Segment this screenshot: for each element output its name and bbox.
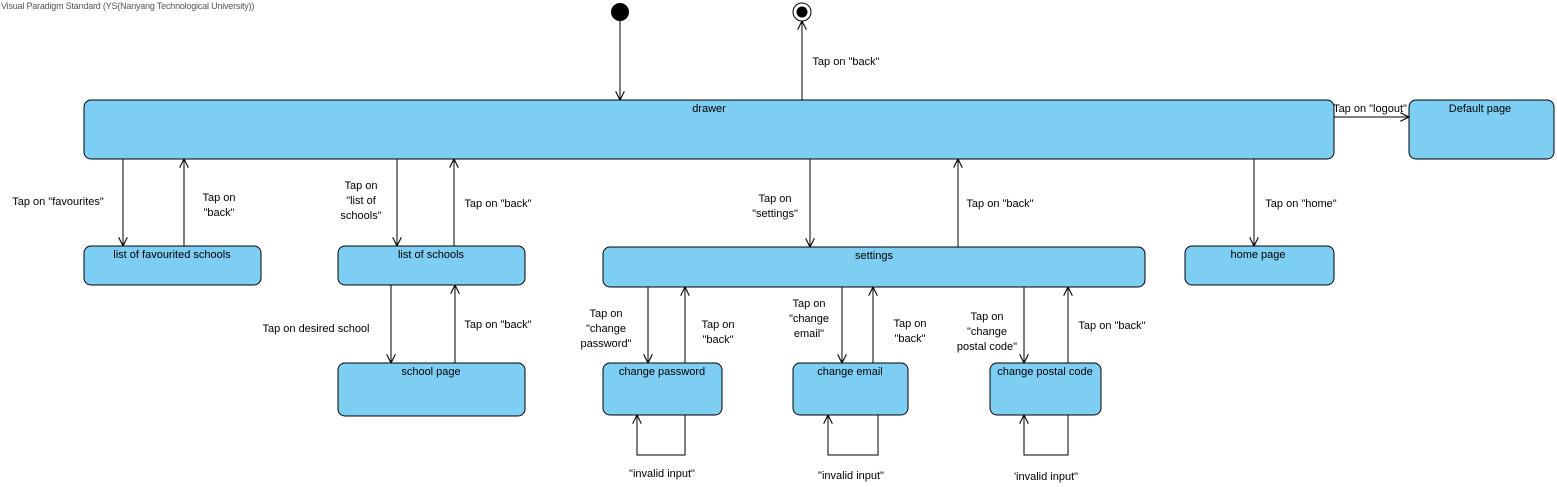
label-school: Tap on desired school xyxy=(262,323,369,335)
final-state xyxy=(792,2,812,22)
label-chpwd-back: Tap on "back" xyxy=(701,319,734,346)
label-chemail-back: Tap on "back" xyxy=(893,318,926,345)
state-settings[interactable]: settings xyxy=(602,246,1146,288)
label-chemail-back-line: "back" xyxy=(894,333,925,345)
label-chpost-invalid-line: 'invalid input" xyxy=(1014,471,1078,483)
label-chpwd-line: "change xyxy=(586,323,626,335)
label-chpost-invalid: 'invalid input" xyxy=(1014,471,1078,483)
label-chpost-back-line: Tap on "back" xyxy=(1078,320,1145,332)
arrow-chpwd-self-loop xyxy=(637,415,686,456)
state-change-postal-code[interactable]: change postal code xyxy=(989,362,1102,416)
state-change-password[interactable]: change password xyxy=(602,362,723,416)
label-fav-back-line: "back" xyxy=(203,207,234,219)
label-logout-line: Tap on "logout" xyxy=(1333,103,1407,115)
state-default-page[interactable]: Default page xyxy=(1408,99,1555,160)
state-home-page[interactable]: home page xyxy=(1184,245,1335,286)
label-chemail-invalid-line: "invalid input" xyxy=(818,470,884,482)
arrow-chemail-self-loop xyxy=(828,415,879,456)
label-school-line: Tap on desired school xyxy=(262,323,369,335)
state-change-password-title: change password xyxy=(619,366,705,378)
state-change-email-title: change email xyxy=(817,366,882,378)
label-list-line: Tap on xyxy=(344,180,377,192)
state-list-of-schools[interactable]: list of schools xyxy=(337,245,526,286)
state-drawer[interactable]: drawer xyxy=(83,99,1335,160)
label-chemail: Tap on "change email" xyxy=(789,298,829,340)
label-chpost-line: Tap on xyxy=(970,311,1003,323)
label-fav-back: Tap on "back" xyxy=(202,192,235,219)
label-chpost-back: Tap on "back" xyxy=(1078,320,1145,332)
label-school-back-line: Tap on "back" xyxy=(464,319,531,331)
state-home-page-title: home page xyxy=(1230,249,1285,261)
label-back-to-final-line: Tap on "back" xyxy=(812,56,879,68)
label-fav-back-line: Tap on xyxy=(202,192,235,204)
state-school-page[interactable]: school page xyxy=(337,362,526,417)
state-settings-title: settings xyxy=(855,250,893,262)
state-change-email[interactable]: change email xyxy=(792,362,909,416)
state-list-of-schools-title: list of schools xyxy=(398,249,465,261)
label-list: Tap on "list of schools" xyxy=(340,180,381,222)
label-list-back-line: Tap on "back" xyxy=(464,198,531,210)
state-school-page-title: school page xyxy=(401,366,460,378)
label-settings-back: Tap on "back" xyxy=(966,198,1033,210)
watermark: Visual Paradigm Standard (YS(Nanyang Tec… xyxy=(1,1,255,11)
label-chemail-line: email" xyxy=(794,328,824,340)
label-list-back: Tap on "back" xyxy=(464,198,531,210)
label-favourites-line: Tap on "favourites" xyxy=(12,196,104,208)
state-drawer-title: drawer xyxy=(692,103,726,115)
label-chpwd-back-line: "back" xyxy=(702,334,733,346)
label-chpwd-back-line: Tap on xyxy=(701,319,734,331)
label-chpost: Tap on "change postal code" xyxy=(957,311,1017,353)
label-chpwd: Tap on "change password" xyxy=(581,308,632,350)
label-settings-back-line: Tap on "back" xyxy=(966,198,1033,210)
state-favourited-schools-title: list of favourited schools xyxy=(113,249,231,261)
label-chpwd-line: Tap on xyxy=(589,308,622,320)
label-chemail-back-line: Tap on xyxy=(893,318,926,330)
label-chpost-line: "change xyxy=(967,326,1007,338)
label-back-to-final: Tap on "back" xyxy=(812,56,879,68)
label-chpwd-invalid: "invalid input" xyxy=(629,468,695,480)
label-favourites: Tap on "favourites" xyxy=(12,196,104,208)
state-default-page-title: Default page xyxy=(1449,103,1511,115)
state-favourited-schools[interactable]: list of favourited schools xyxy=(83,245,262,286)
label-school-back: Tap on "back" xyxy=(464,319,531,331)
label-chemail-line: Tap on xyxy=(792,298,825,310)
label-chpwd-invalid-line: "invalid input" xyxy=(629,468,695,480)
label-settings-line: "settings" xyxy=(752,208,798,220)
label-chpost-line: postal code" xyxy=(957,341,1017,353)
label-chpwd-line: password" xyxy=(581,338,632,350)
label-home: Tap on "home" xyxy=(1265,198,1337,210)
label-chemail-invalid: "invalid input" xyxy=(818,470,884,482)
label-home-line: Tap on "home" xyxy=(1265,198,1337,210)
label-logout: Tap on "logout" xyxy=(1333,103,1407,115)
label-settings-line: Tap on xyxy=(758,193,791,205)
state-change-postal-code-title: change postal code xyxy=(997,366,1092,378)
initial-state xyxy=(611,3,629,21)
label-chemail-line: "change xyxy=(789,313,829,325)
label-list-line: "list of xyxy=(346,195,377,207)
arrow-chpost-self-loop xyxy=(1024,415,1069,456)
label-list-line: schools" xyxy=(340,210,381,222)
label-settings: Tap on "settings" xyxy=(752,193,798,220)
